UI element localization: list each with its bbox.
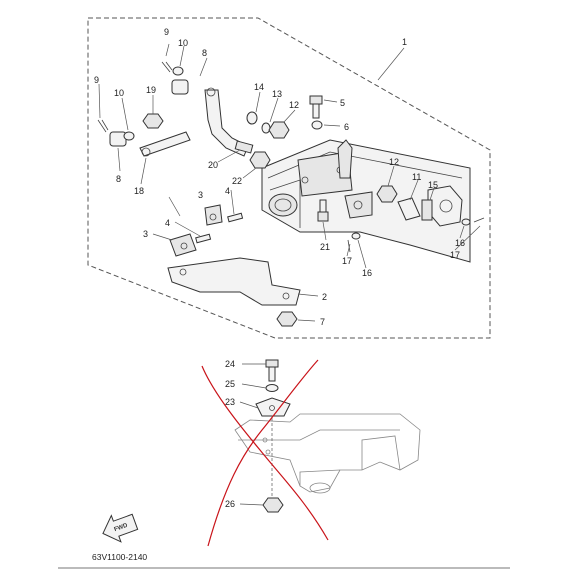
callout-19: 19 xyxy=(146,85,156,95)
callout-26: 26 xyxy=(225,499,235,509)
red-cross-out-mark xyxy=(201,359,329,547)
callout-24: 24 xyxy=(225,359,235,369)
callout-10-lower: 10 xyxy=(114,88,124,98)
callout-21: 21 xyxy=(320,242,330,252)
callout-18: 18 xyxy=(134,186,144,196)
callout-17-left: 17 xyxy=(342,256,352,266)
lever-11 xyxy=(397,197,421,221)
nut-22 xyxy=(249,151,271,169)
nut-12-lower xyxy=(376,185,398,203)
washer-13 xyxy=(261,122,271,134)
callout-1: 1 xyxy=(402,37,407,47)
ball-joint-8-upper xyxy=(171,79,189,95)
callout-4-upper: 4 xyxy=(225,186,230,196)
bracket-body xyxy=(261,139,471,263)
bolt-5 xyxy=(309,95,323,119)
shift-plate xyxy=(167,257,301,306)
callout-16-right: 16 xyxy=(455,238,465,248)
part-3-lower xyxy=(169,233,197,257)
callout-8-lower: 8 xyxy=(116,174,121,184)
callout-13: 13 xyxy=(272,89,282,99)
assembly-boundary xyxy=(87,17,491,339)
callout-6: 6 xyxy=(344,122,349,132)
callout-7: 7 xyxy=(320,317,325,327)
nut-7 xyxy=(276,311,298,327)
washer-25 xyxy=(265,384,279,392)
callout-4-lower: 4 xyxy=(165,218,170,228)
nut-12-upper xyxy=(268,121,290,139)
callout-10-upper: 10 xyxy=(178,38,188,48)
pin-17-left xyxy=(347,239,351,253)
callout-15: 15 xyxy=(428,180,438,190)
fwd-arrow-icon: FWD xyxy=(102,513,139,543)
part-3-upper xyxy=(204,204,223,226)
callout-12-upper: 12 xyxy=(289,100,299,110)
nut-19 xyxy=(142,113,164,129)
link-rod-18 xyxy=(139,131,191,157)
fwd-label: FWD xyxy=(114,523,130,534)
callout-8-upper: 8 xyxy=(202,48,207,58)
washer-16-right xyxy=(461,218,471,226)
clip-9-lower xyxy=(97,119,109,133)
ball-joint-8-lower xyxy=(109,131,127,147)
leader-lines-upper xyxy=(98,43,481,322)
callout-5: 5 xyxy=(340,98,345,108)
callout-16-left: 16 xyxy=(362,268,372,278)
pin-4-lower xyxy=(195,233,212,244)
shift-lever-20 xyxy=(204,87,254,157)
callout-3-upper: 3 xyxy=(198,190,203,200)
plate-23 xyxy=(255,397,291,417)
pin-17-right xyxy=(473,217,485,223)
callout-12-lower: 12 xyxy=(389,157,399,167)
nut-26 xyxy=(262,497,284,513)
bracket-ghost-lower xyxy=(234,413,421,494)
callout-25: 25 xyxy=(225,379,235,389)
clip-9-upper xyxy=(161,61,173,73)
drawing-code: 63V1100-2140 xyxy=(92,552,147,562)
callouts-lower: 24 25 23 26 xyxy=(225,359,235,509)
callout-3-lower: 3 xyxy=(143,229,148,239)
callout-11: 11 xyxy=(412,172,421,182)
leader-lines-lower xyxy=(239,363,273,506)
callout-17-right: 17 xyxy=(450,250,460,260)
callout-9-lower: 9 xyxy=(94,75,99,85)
washer-10-upper xyxy=(172,66,184,76)
callout-2: 2 xyxy=(322,292,327,302)
callout-20: 20 xyxy=(208,160,218,170)
callout-23: 23 xyxy=(225,397,235,407)
pin-4-upper xyxy=(227,212,244,223)
callout-22: 22 xyxy=(232,176,242,186)
washer-16-left xyxy=(351,232,361,240)
callout-14: 14 xyxy=(254,82,264,92)
bolt-24 xyxy=(265,359,279,382)
washer-14 xyxy=(246,111,258,125)
callouts-upper: 1 2 7 5 6 3 4 4 3 9 10 8 9 10 19 8 18 20… xyxy=(94,27,465,327)
callout-9-upper: 9 xyxy=(164,27,169,37)
washer-6 xyxy=(311,120,323,130)
bracket-15 xyxy=(421,185,463,227)
washer-10-lower xyxy=(123,131,135,141)
bolt-21 xyxy=(317,199,329,222)
